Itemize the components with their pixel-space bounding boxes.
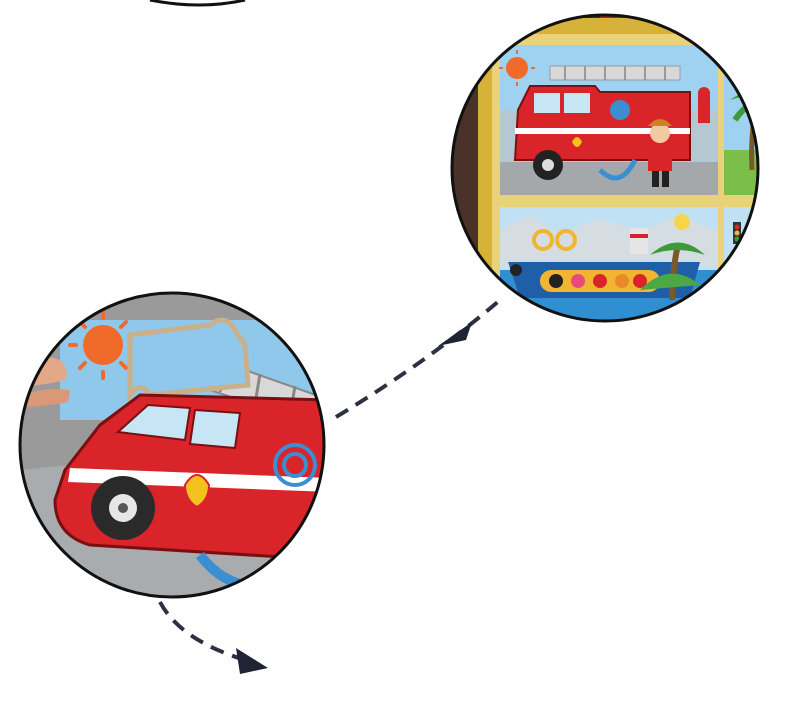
dashed-arrow-down-right (158, 601, 268, 674)
dashed-arrow-to-left (334, 298, 502, 419)
zoom-circle-puzzle-box (450, 13, 760, 323)
zoom-circle-fire-truck-closeup (18, 291, 326, 599)
top-partial-circle (149, 0, 246, 7)
